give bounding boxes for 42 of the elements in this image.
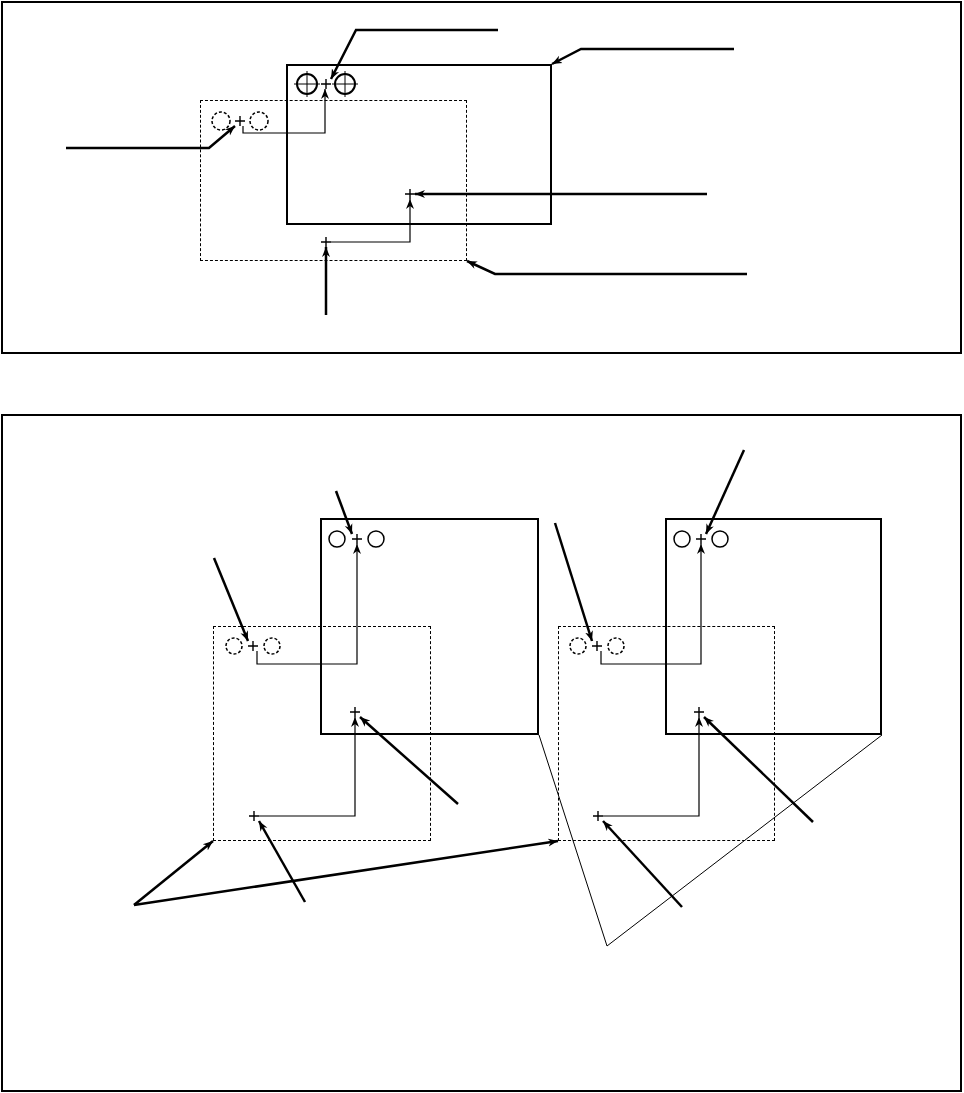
cross-mark [350, 707, 360, 717]
cross-mark [234, 115, 245, 126]
arrow [242, 88, 329, 134]
cross-mark [405, 189, 415, 199]
leader-line [551, 47, 734, 66]
dashed-rectangle-outline [558, 626, 775, 841]
dashed-rectangle-outline [213, 626, 431, 841]
leader-line [466, 259, 747, 276]
leader-line [133, 838, 559, 907]
leader-line [257, 820, 307, 903]
rectangle-outline [665, 518, 882, 735]
leader-line [322, 247, 330, 315]
leader-line [334, 490, 354, 535]
leader-line [703, 716, 814, 823]
cross-mark [247, 640, 258, 651]
cross-mark [352, 534, 362, 544]
leader-line [133, 840, 214, 906]
cross-mark [320, 236, 331, 247]
arrow [602, 716, 703, 817]
leader-line [538, 734, 608, 947]
rectangle-outline [320, 518, 539, 735]
leader-line [553, 522, 594, 642]
cross-mark [248, 810, 259, 821]
cross-mark [321, 79, 331, 89]
arrow [256, 543, 361, 665]
dashed-rectangle-outline [200, 100, 467, 261]
cross-mark [694, 707, 704, 717]
cross-mark [696, 534, 706, 544]
leader-line [415, 190, 707, 198]
leader-line [212, 557, 250, 642]
cross-mark [591, 640, 602, 651]
arrow [258, 716, 359, 817]
leader-line [602, 820, 683, 908]
leader-line [66, 125, 236, 150]
leader-line [359, 716, 459, 805]
arrow [330, 198, 414, 243]
rectangle-outline [286, 64, 552, 225]
leader-line [704, 449, 746, 535]
leader-line [606, 734, 883, 947]
arrow [600, 543, 705, 665]
leader-line [329, 28, 498, 80]
cross-mark [592, 810, 603, 821]
